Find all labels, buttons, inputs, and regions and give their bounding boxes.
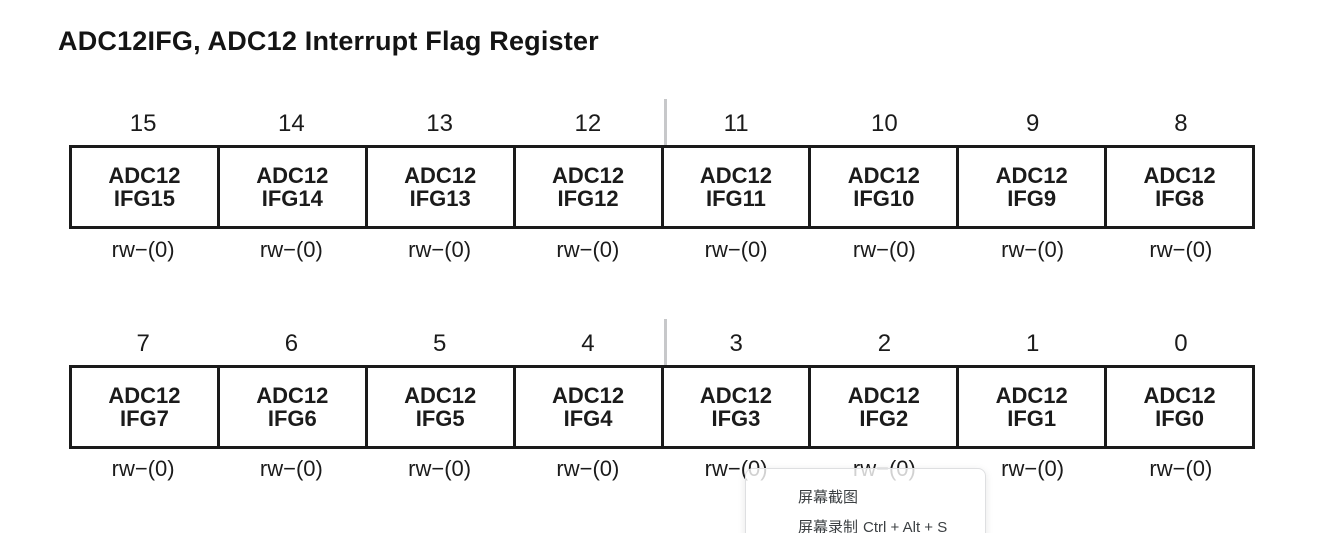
register-field-name-line1: ADC12 — [847, 383, 920, 408]
register-field-name-line2: IFG5 — [415, 406, 465, 431]
bit-number-label: 3 — [729, 330, 743, 357]
menu-item-screen-record[interactable]: 屏幕录制 Ctrl + Alt + S — [746, 513, 985, 533]
access-type-label: rw−(0) — [1149, 456, 1213, 481]
register-field-name-line2: IFG10 — [853, 186, 915, 211]
access-type-label: rw−(0) — [111, 237, 175, 262]
register-field-name-line2: IFG0 — [1155, 406, 1205, 431]
access-type-row: rw−(0) rw−(0) rw−(0) rw−(0) rw−(0) rw−(0) rw−(… — [69, 237, 1255, 263]
access-type-label: rw−(0) — [259, 456, 323, 481]
register-field-name-line2: IFG8 — [1155, 186, 1205, 211]
access-type-label: rw−(0) — [1001, 456, 1065, 481]
access-type-label: rw−(0) — [704, 237, 768, 262]
bit-number-label: 13 — [426, 110, 453, 137]
register-field-name-line2: IFG12 — [557, 186, 619, 211]
access-type-label: rw−(0) — [259, 237, 323, 262]
register-field-name-line1: ADC12 — [256, 163, 329, 188]
register-field-name-line2: IFG6 — [267, 406, 317, 431]
bit-number-label: 8 — [1174, 110, 1188, 137]
register-field-name-line1: ADC12 — [995, 383, 1068, 408]
bit-number-label: 1 — [1025, 330, 1040, 357]
register-field-name-line1: ADC12 — [256, 383, 329, 408]
menu-item-screen-record-shortcut: Ctrl + Alt + S — [863, 519, 948, 533]
bit-number-label: 0 — [1174, 330, 1188, 357]
register-field-name-line1: ADC12 — [847, 163, 920, 188]
register-field-name-line2: IFG7 — [119, 406, 169, 431]
column-divider-line — [664, 319, 667, 365]
menu-item-screenshot[interactable]: 屏幕截图 — [746, 483, 985, 513]
bit-number-label: 7 — [136, 330, 150, 357]
register-field-name-line2: IFG14 — [261, 186, 323, 211]
page-title: ADC12IFG, ADC12 Interrupt Flag Register — [58, 26, 599, 56]
bit-number-label: 15 — [129, 110, 157, 137]
register-field-name-line2: IFG9 — [1007, 186, 1057, 211]
register-field-name-line1: ADC12 — [551, 163, 625, 188]
register-field-name-line2: IFG4 — [563, 406, 613, 431]
bit-number-row: 7 6 5 4 3 2 1 0 — [69, 330, 1255, 358]
bit-number-label: 4 — [581, 330, 595, 357]
bit-number-label: 12 — [574, 110, 602, 137]
bit-number-label: 6 — [284, 330, 299, 357]
access-type-label: rw−(0) — [1149, 237, 1213, 262]
register-field-name-line2: IFG13 — [409, 186, 471, 211]
register-field-name-line2: IFG15 — [113, 186, 175, 211]
access-type-label: rw−(0) — [556, 456, 620, 481]
register-field-name-line1: ADC12 — [108, 383, 181, 408]
register-field-name-line2: IFG11 — [705, 186, 766, 211]
access-type-label: rw−(0) — [408, 456, 472, 481]
bit-number-label: 10 — [871, 110, 898, 137]
bit-number-row: 15 14 13 12 11 10 9 8 — [69, 110, 1255, 138]
access-type-label: rw−(0) — [852, 237, 916, 262]
register-field-name-line1: ADC12 — [995, 163, 1068, 188]
register-field-name-line1: ADC12 — [404, 163, 477, 188]
register-field-name-line1: ADC12 — [699, 163, 772, 188]
register-field-name-line1: ADC12 — [551, 383, 625, 408]
register-field-name-line1: ADC12 — [1143, 163, 1216, 188]
context-menu: 屏幕截图 屏幕录制 Ctrl + Alt + S — [745, 468, 986, 533]
bit-number-label: 2 — [877, 330, 892, 357]
bit-number-label: 14 — [278, 110, 305, 137]
bit-number-label: 11 — [723, 110, 749, 137]
register-field-name-line2: IFG2 — [859, 406, 909, 431]
register-field-name-line1: ADC12 — [699, 383, 772, 408]
register-field-name-line2: IFG1 — [1007, 406, 1057, 431]
menu-item-screenshot-label: 屏幕截图 — [798, 489, 859, 506]
register-field-name-line2: IFG3 — [711, 406, 761, 431]
bit-number-label: 9 — [1025, 110, 1040, 137]
menu-item-screen-record-label: 屏幕录制 — [798, 519, 859, 533]
register-field-name-line1: ADC12 — [108, 163, 181, 188]
access-type-label: rw−(0) — [111, 456, 175, 481]
access-type-label: rw−(0) — [556, 237, 620, 262]
register-field-name-line1: ADC12 — [404, 383, 477, 408]
column-divider-line — [664, 99, 667, 145]
access-type-label: rw−(0) — [1001, 237, 1065, 262]
bit-number-label: 5 — [432, 330, 447, 357]
register-field-name-line1: ADC12 — [1143, 383, 1216, 408]
access-type-label: rw−(0) — [408, 237, 472, 262]
access-type-row: rw−(0)rw−(0)rw−(0)rw−(0)rw−(0)rw−(0)rw−(… — [69, 456, 1255, 482]
